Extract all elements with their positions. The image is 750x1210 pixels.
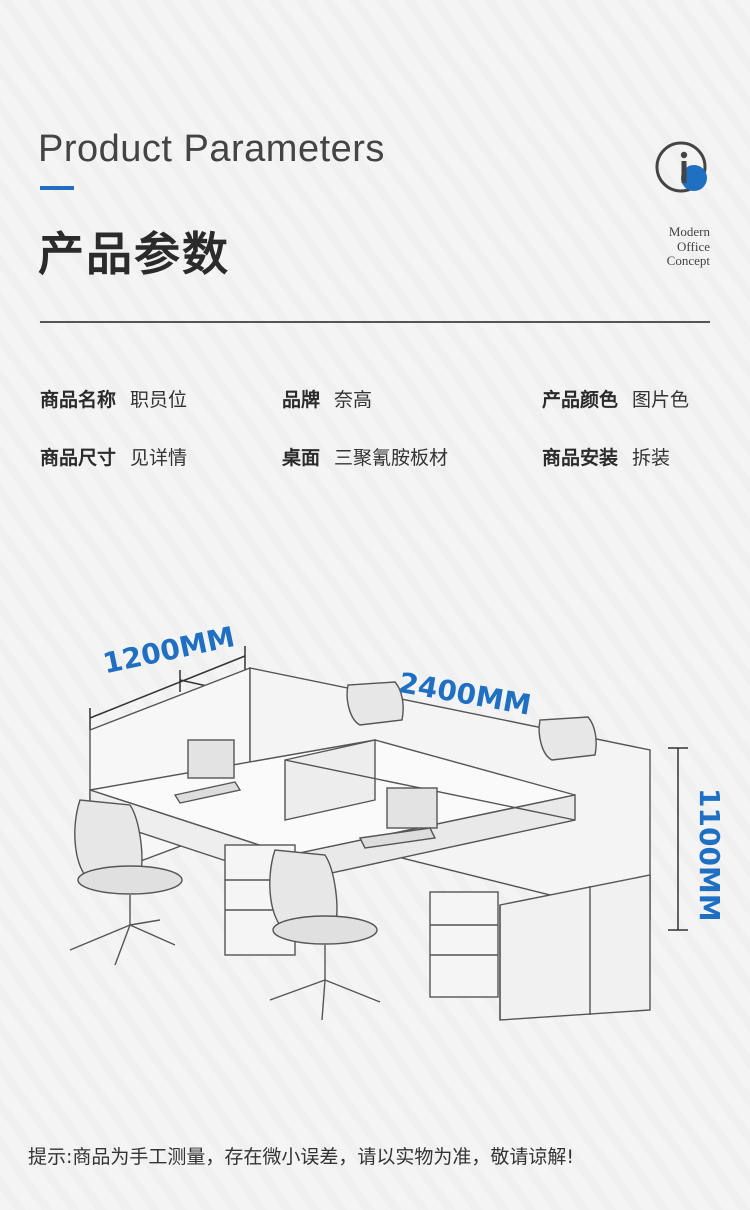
param-item: 品牌奈高 (282, 385, 372, 412)
office-chair-icon (538, 716, 597, 761)
param-item: 桌面三聚氰胺板材 (282, 443, 448, 470)
param-item: 商品尺寸见详情 (40, 443, 187, 470)
slogan-line: Office (677, 238, 710, 254)
page-title-en: Product Parameters (38, 128, 385, 170)
param-item: 产品颜色图片色 (542, 385, 689, 412)
param-label: 商品尺寸 (40, 447, 117, 469)
param-label: 产品颜色 (542, 389, 619, 411)
param-value: 职员位 (130, 389, 188, 411)
param-value: 图片色 (632, 389, 690, 411)
workstation-drawing (69, 646, 688, 1021)
title-accent-bar (40, 186, 74, 190)
param-item: 商品名称职员位 (40, 385, 187, 412)
height-dimension-line (668, 747, 688, 931)
page-title-cn: 产品参数 (38, 227, 230, 281)
param-item: 商品安装拆装 (542, 443, 670, 470)
width-dimension-line (89, 646, 246, 730)
param-label: 商品安装 (542, 447, 619, 469)
laptop-icon (358, 787, 438, 849)
param-label: 商品名称 (40, 389, 117, 411)
section-divider (40, 321, 710, 323)
height-dimension-label: 1100MM (693, 788, 726, 922)
param-label: 桌面 (282, 447, 321, 469)
param-value: 拆装 (632, 447, 671, 469)
slogan-line: Modern (668, 224, 710, 239)
param-label: 品牌 (282, 389, 321, 411)
office-chair-icon (269, 849, 381, 1021)
brand-logo-icon (655, 141, 707, 193)
param-value: 三聚氰胺板材 (334, 447, 449, 469)
office-chair-icon (346, 681, 404, 726)
param-value: 奈高 (334, 389, 373, 411)
laptop-icon (173, 739, 242, 804)
slogan-line: Concept (666, 253, 710, 268)
param-value: 见详情 (130, 447, 188, 469)
office-chair-icon (69, 799, 183, 966)
brand-slogan: Modern Office Concept (666, 224, 710, 269)
measurement-note: 提示:商品为手工测量，存在微小误差，请以实物为准，敬请谅解! (28, 1146, 575, 1168)
